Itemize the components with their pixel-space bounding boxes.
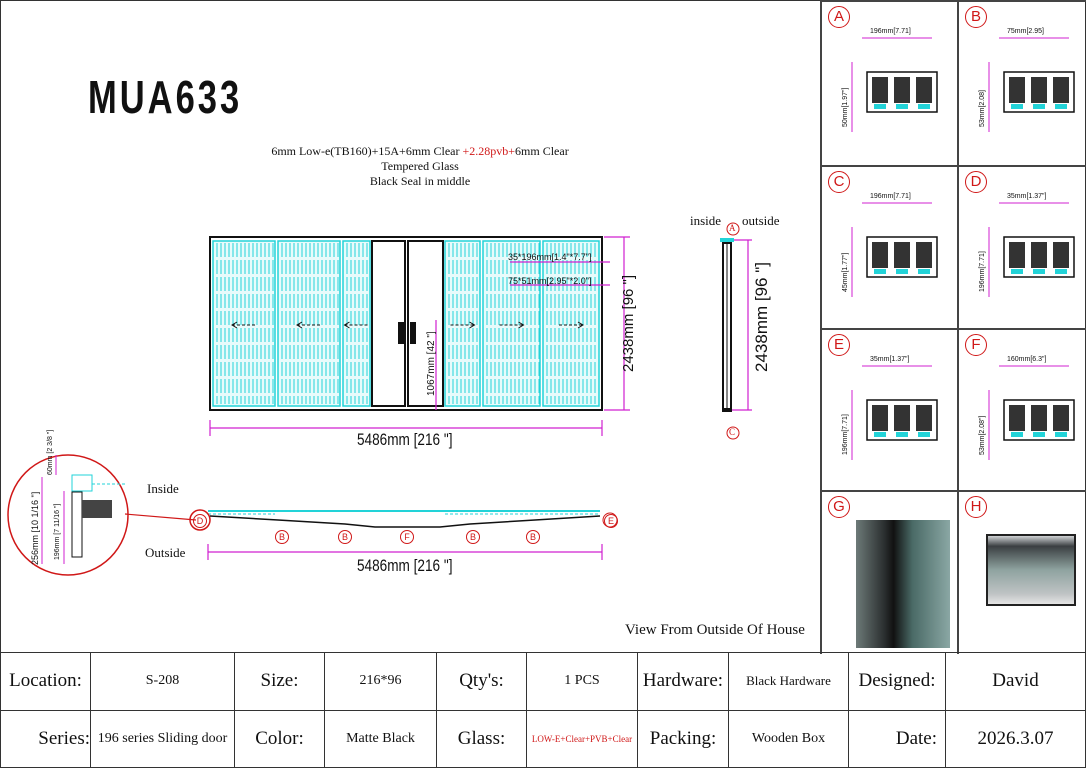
glass-panel xyxy=(342,240,371,407)
glass-note-line2: Tempered Glass xyxy=(381,159,459,173)
detail-marker: A xyxy=(828,6,850,28)
detail-dim: 196mm[7.71] xyxy=(842,414,849,455)
elevation-height-dim: 2438mm [96 "] xyxy=(620,274,637,372)
handle-icon xyxy=(410,322,416,344)
location-label: Location: xyxy=(0,652,91,711)
plan-marker-d: D xyxy=(193,514,207,528)
detail-dim: 196mm[7.71] xyxy=(870,28,911,35)
detail-marker: F xyxy=(965,334,987,356)
detail-h: H xyxy=(957,490,1086,654)
plan-marker-f: F xyxy=(400,530,414,544)
color-label: Color: xyxy=(234,709,325,768)
section-height-dim: 2438mm [96 "] xyxy=(752,262,771,372)
detail-photo xyxy=(856,520,950,648)
glass-panel xyxy=(444,240,481,407)
detail-dim: 35mm[1.37"] xyxy=(1007,193,1047,200)
color-value: Matte Black xyxy=(324,709,437,768)
section-marker-c: C xyxy=(729,427,736,437)
detail-dim: 50mm[1.97"] xyxy=(842,87,849,127)
detail-dim: 45mm[1.77"] xyxy=(842,252,849,292)
plan-marker-b: B xyxy=(338,530,352,544)
door-elevation xyxy=(209,236,603,411)
section-marker-a: A xyxy=(729,223,736,233)
glass-spec-b: 6mm Clear xyxy=(515,144,569,158)
model-title: MUA633 xyxy=(88,71,243,123)
detail-dim: 53mm[2.08] xyxy=(979,90,986,127)
detail-marker: C xyxy=(828,171,850,193)
plan-marker-e: E xyxy=(604,514,618,528)
glass-value: LOW-E+Clear+PVB+Clear xyxy=(526,709,638,768)
glass-spec-pvb: +2.28pvb+ xyxy=(462,144,516,158)
designed-value: David xyxy=(945,652,1086,711)
detail-dim: 196mm[7.71] xyxy=(979,251,986,292)
plan-marker-b: B xyxy=(466,530,480,544)
section-outside-label: outside xyxy=(742,213,780,228)
glass-panel xyxy=(277,240,341,407)
detail-dim: 53mm[2.08"] xyxy=(979,415,986,455)
plan-marker-b: B xyxy=(275,530,289,544)
size-value: 216*96 xyxy=(324,652,437,711)
elevation-dimensions xyxy=(207,236,752,560)
detail-marker: H xyxy=(965,496,987,518)
hardware-label: Hardware: xyxy=(637,652,729,711)
glass-note-line1: 6mm Low-e(TB160)+15A+6mm Clear +2.28pvb+… xyxy=(200,144,640,159)
plan-inside-label: Inside xyxy=(147,481,179,496)
size-label: Size: xyxy=(234,652,325,711)
plan-width-dim: 5486mm [216 "] xyxy=(356,556,453,575)
detail-dim: 75mm[2.95] xyxy=(1007,28,1044,35)
packing-label: Packing: xyxy=(637,709,729,768)
detail-g: G xyxy=(820,490,959,654)
glass-panel xyxy=(542,240,600,407)
detail-dim: 35mm[1.37"] xyxy=(870,356,910,363)
detail-dim: 160mm[6.3"] xyxy=(1007,356,1047,363)
qty-value: 1 PCS xyxy=(526,652,638,711)
door-plan xyxy=(189,509,618,531)
glass-panel xyxy=(482,240,541,407)
section-inside-label: inside xyxy=(690,213,722,228)
qty-label: Qty's: xyxy=(436,652,527,711)
drawing-canvas xyxy=(7,222,752,576)
location-value: S-208 xyxy=(90,652,235,711)
detail-marker: E xyxy=(828,334,850,356)
glass-panel xyxy=(212,240,276,407)
handle-icon xyxy=(398,322,404,344)
detail-e: E 35mm[1.37"] 196mm[7.71] xyxy=(820,328,959,492)
elevation-width-dim: 5486mm [216 "] xyxy=(356,430,453,449)
interlock-dim-2: 75*51mm[2.95"*2.0"] xyxy=(508,276,592,286)
series-value: 196 series Sliding door xyxy=(90,709,235,768)
date-label: Date: xyxy=(848,709,946,768)
date-value: 2026.3.07 xyxy=(945,709,1086,768)
detail-b: B 75mm[2.95] 53mm[2.08] xyxy=(957,0,1086,167)
series-label: Series: xyxy=(0,709,91,768)
glass-spec-a: 6mm Low-e(TB160)+15A+6mm Clear xyxy=(271,144,463,158)
interlock-dim-1: 35*196mm[1.4"*7.7"] xyxy=(508,252,592,262)
detail-marker: D xyxy=(965,171,987,193)
detail-f: F 160mm[6.3"] 53mm[2.08"] xyxy=(957,328,1086,492)
view-label: View From Outside Of House xyxy=(625,622,805,638)
designed-label: Designed: xyxy=(848,652,946,711)
side-section xyxy=(720,222,740,440)
glass-label: Glass: xyxy=(436,709,527,768)
detail-d: D 35mm[1.37"] 196mm[7.71] xyxy=(957,165,1086,330)
detail-marker: G xyxy=(828,496,850,518)
hardware-value: Black Hardware xyxy=(728,652,849,711)
zoom-upper-dim: 60mm [2 3/8 "] xyxy=(47,429,54,475)
detail-marker: B xyxy=(965,6,987,28)
title-block-table: Location: S-208 Size: 216*96 Qty's: 1 PC… xyxy=(0,652,1086,768)
detail-c: C 196mm[7.71] 45mm[1.77"] xyxy=(820,165,959,330)
handle-height-dim: 1067mm [42 "] xyxy=(426,331,437,396)
zoom-total-dim: 256mm [10 1/16 "] xyxy=(30,491,40,565)
detail-dim: 196mm[7.71] xyxy=(870,193,911,200)
packing-value: Wooden Box xyxy=(728,709,849,768)
glass-note-line3: Black Seal in middle xyxy=(369,174,471,188)
detail-a: A 196mm[7.71] 50mm[1.97"] xyxy=(820,0,959,167)
plan-outside-label: Outside xyxy=(145,545,186,560)
plan-marker-b: B xyxy=(526,530,540,544)
detail-photo xyxy=(986,534,1076,606)
zoom-detail xyxy=(7,454,197,576)
zoom-lower-dim: 196mm [7 11/16 "] xyxy=(54,503,61,560)
